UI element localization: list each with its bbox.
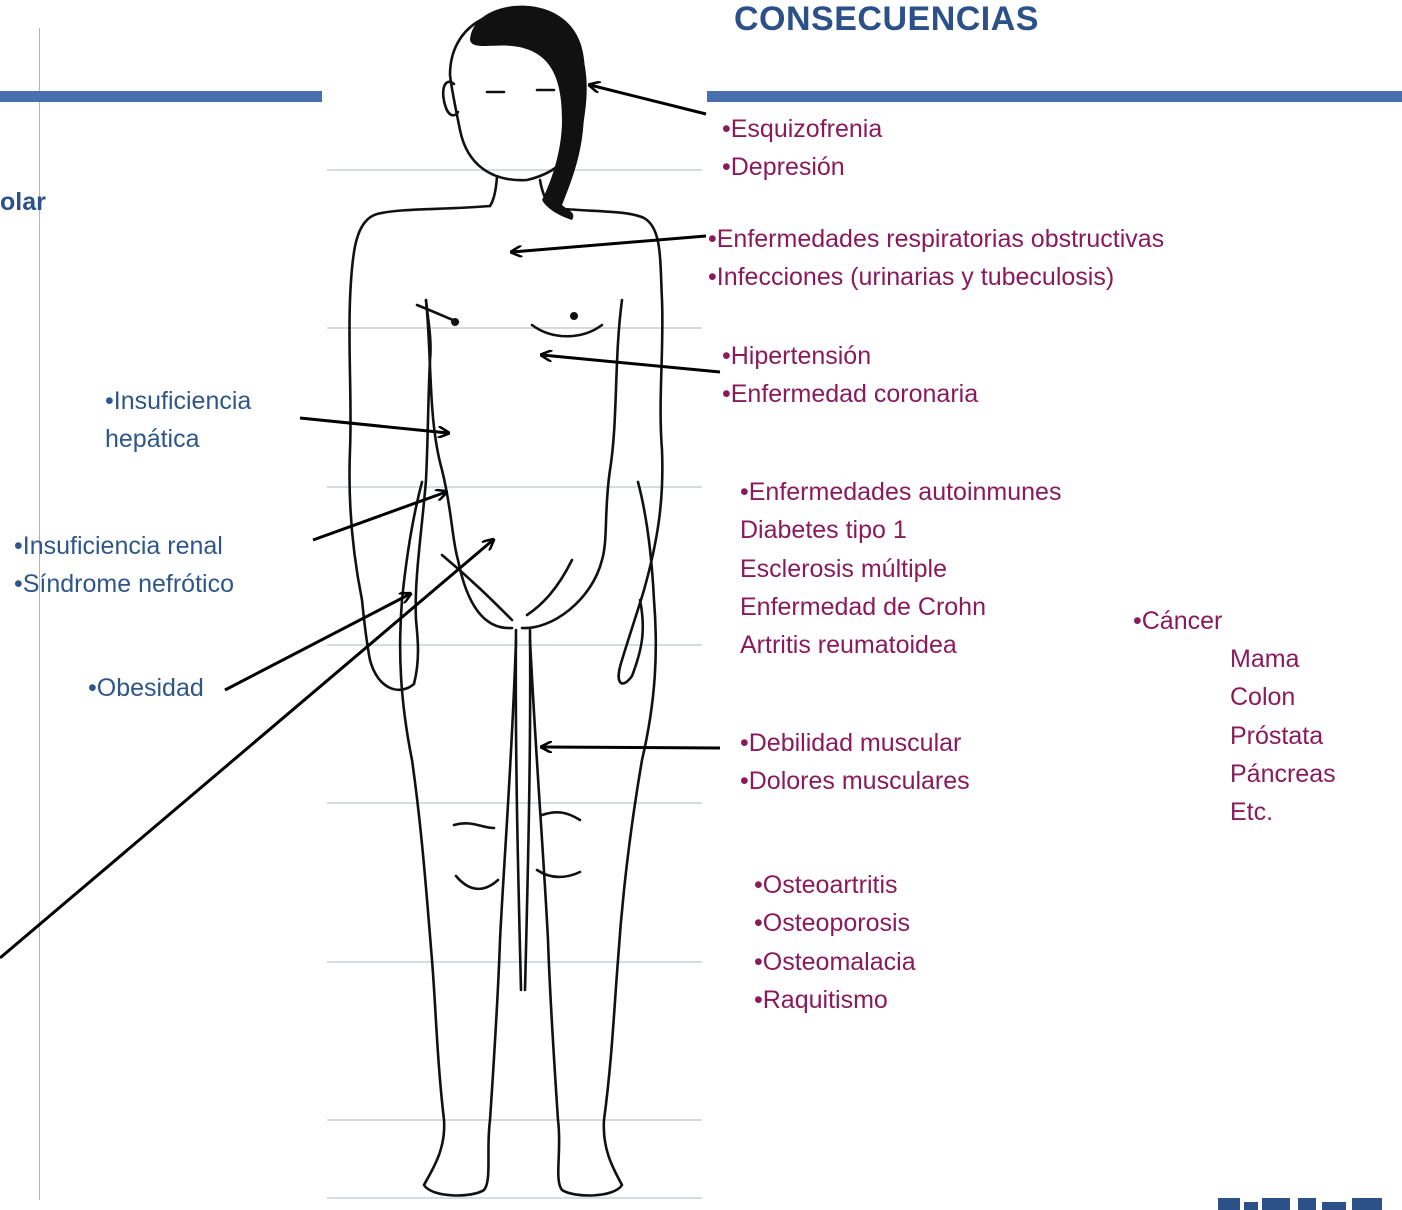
page-title: CONSECUENCIAS <box>734 0 1039 39</box>
label-insuficiencia: •Insuficiencia <box>105 382 251 420</box>
label-osteoartritis: •Osteoartritis <box>754 866 916 904</box>
label-debilidad: •Debilidad muscular <box>740 724 970 762</box>
label-colon: Colon <box>1230 678 1336 716</box>
label-mama: Mama <box>1230 640 1336 678</box>
label-cardio: •Hipertensión •Enfermedad coronaria <box>722 337 978 414</box>
header-bar-right <box>707 91 1402 102</box>
label-infecciones: •Infecciones (urinarias y tubeculosis) <box>708 258 1164 296</box>
label-esclerosis: Esclerosis múltiple <box>740 550 1061 588</box>
label-etc: Etc. <box>1230 793 1336 831</box>
label-liver: •Insuficiencia hepática <box>105 382 251 459</box>
header-bar-left <box>0 91 322 102</box>
label-depresion: •Depresión <box>722 148 882 186</box>
label-cancer-title: •Cáncer <box>1133 602 1222 640</box>
label-hipertension: •Hipertensión <box>722 337 978 375</box>
label-resp-obstructivas: •Enfermedades respiratorias obstructivas <box>708 220 1164 258</box>
label-coronaria: •Enfermedad coronaria <box>722 375 978 413</box>
label-obesity: •Obesidad <box>88 669 204 707</box>
label-obesidad: •Obesidad <box>88 669 204 707</box>
label-diabetes: Diabetes tipo 1 <box>740 511 1061 549</box>
label-pancreas: Páncreas <box>1230 755 1336 793</box>
label-autoimmune: •Enfermedades autoinmunes Diabetes tipo … <box>740 473 1061 664</box>
label-dolores: •Dolores musculares <box>740 762 970 800</box>
label-kidney: •Insuficiencia renal •Síndrome nefrótico <box>14 527 234 604</box>
label-osteomalacia: •Osteomalacia <box>754 943 916 981</box>
label-insuficiencia-renal: •Insuficiencia renal <box>14 527 234 565</box>
label-crohn: Enfermedad de Crohn <box>740 588 1061 626</box>
label-hepatica: hepática <box>105 420 251 458</box>
label-prostata: Próstata <box>1230 717 1336 755</box>
label-osteoporosis: •Osteoporosis <box>754 904 916 942</box>
label-mental: •Esquizofrenia •Depresión <box>722 110 882 187</box>
body-figure <box>322 0 707 1210</box>
label-muscle: •Debilidad muscular •Dolores musculares <box>740 724 970 801</box>
label-sindrome-nefrotico: •Síndrome nefrótico <box>14 565 234 603</box>
label-artritis: Artritis reumatoidea <box>740 626 1061 664</box>
human-body-outline-icon <box>322 0 707 1210</box>
label-raquitismo: •Raquitismo <box>754 981 916 1019</box>
label-esquizofrenia: •Esquizofrenia <box>722 110 882 148</box>
label-respiratory: •Enfermedades respiratorias obstructivas… <box>708 220 1164 297</box>
label-autoinmunes: •Enfermedades autoinmunes <box>740 473 1061 511</box>
label-bone: •Osteoartritis •Osteoporosis •Osteomalac… <box>754 866 916 1019</box>
label-cancer-list: Mama Colon Próstata Páncreas Etc. <box>1230 640 1336 831</box>
cut-off-heading: olar <box>0 188 46 217</box>
logo-fragment-icon <box>1218 1196 1388 1210</box>
